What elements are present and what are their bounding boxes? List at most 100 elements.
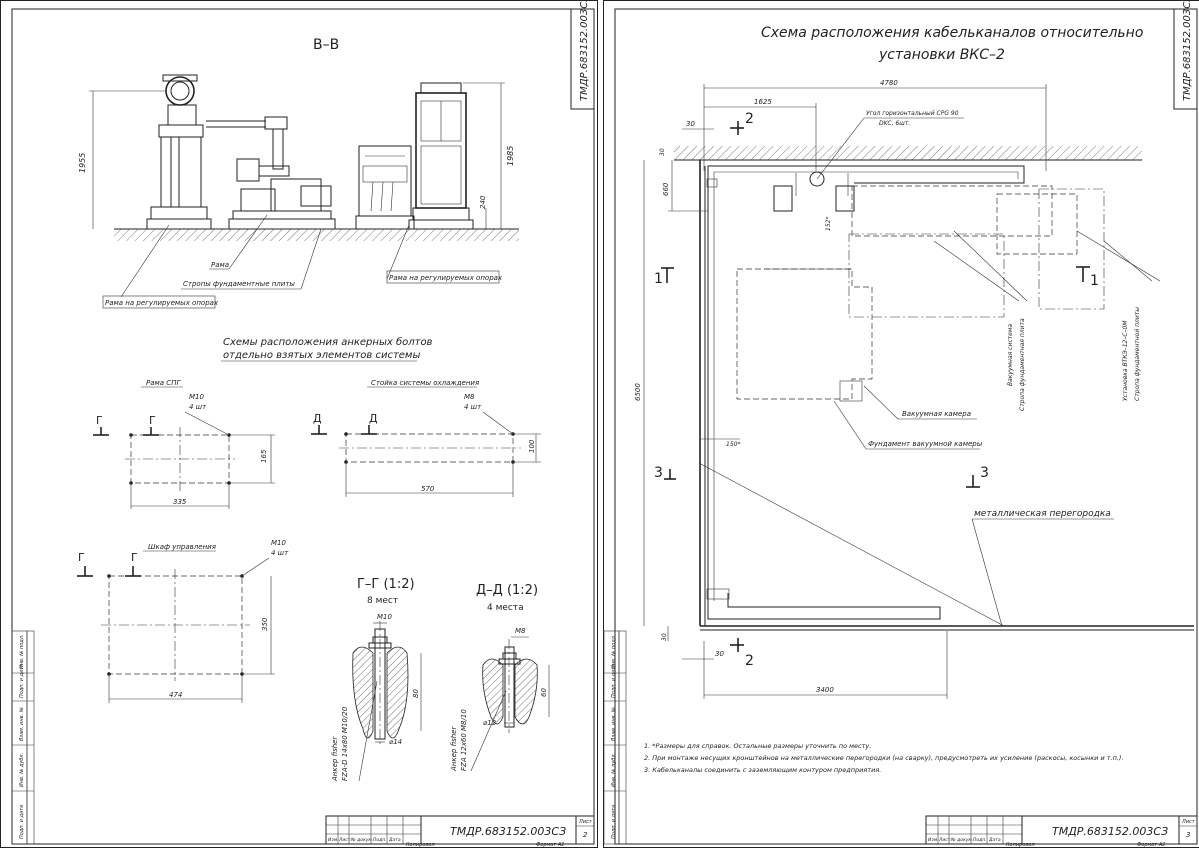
leader-rama: Рама — [211, 261, 229, 269]
svg-text:660: 660 — [662, 182, 670, 196]
section-g-g: Г–Г (1:2) 8 мест М10 80 ⌀14 Анкер fisher… — [331, 577, 422, 782]
svg-text:Формат А2: Формат А2 — [536, 842, 564, 848]
vacuum-pump-unit — [228, 158, 336, 230]
svg-text:Изм.: Изм. — [928, 837, 939, 843]
side-label: Подп. и дата — [611, 805, 617, 839]
svg-text:4 шт: 4 шт — [189, 403, 207, 411]
side-label: Подп. и дата — [611, 664, 617, 698]
svg-text:Копировал: Копировал — [1006, 842, 1035, 848]
svg-text:1: 1 — [654, 271, 663, 287]
side-label: Инв. № дубл. — [611, 753, 617, 787]
note-1: 1. *Размеры для справок. Остальные разме… — [644, 742, 871, 750]
title-block-code: ТМДР.683152.003СЗ — [1052, 825, 1168, 838]
svg-text:4 места: 4 места — [487, 603, 524, 613]
section-mark-2-bottom: 2 — [730, 638, 754, 669]
svg-text:Подп.: Подп. — [973, 837, 987, 843]
svg-text:30: 30 — [661, 633, 668, 641]
control-cabinet — [408, 82, 474, 230]
title-block-code: ТМДР.683152.003СЗ — [450, 825, 566, 838]
svg-text:М8: М8 — [464, 393, 475, 401]
dim-1955: 1955 — [78, 153, 87, 173]
side-label: Подп. и дата — [19, 664, 25, 698]
svg-text:⌀14: ⌀14 — [389, 738, 402, 746]
svg-text:Лист: Лист — [338, 837, 351, 843]
svg-text:Вакуумная камера: Вакуумная камера — [902, 410, 971, 418]
dim-1985: 1985 — [506, 146, 515, 166]
sheet-number: 2 — [583, 831, 588, 839]
svg-text:152*: 152* — [825, 217, 832, 231]
sheet-left-svg: ТМДР.683152.003СЗ Инв. № подл. Подп. и д… — [11, 0, 595, 848]
cable-channel-top — [706, 165, 1025, 601]
svg-text:№ докум.: № докум. — [950, 837, 973, 843]
side-label: Инв. № подл. — [611, 635, 617, 670]
svg-text:Г: Г — [78, 551, 85, 564]
svg-text:Дата: Дата — [988, 837, 1001, 843]
partition-leader — [698, 462, 1005, 627]
inner-frame — [614, 8, 1198, 845]
code-vertical: ТМДР.683152.003СЗ — [1182, 0, 1193, 101]
schemes-title-1: Схемы расположения анкерных болтов — [223, 336, 433, 348]
section-mark-3-right: 3 — [966, 465, 989, 488]
wall-top-hatch — [674, 146, 1142, 160]
svg-text:Формат А2: Формат А2 — [1137, 842, 1165, 848]
scheme-pump: Рама СПГ М10 4 шт Г Г 335 165 — [93, 379, 275, 509]
svg-text:Лист: Лист — [938, 837, 951, 843]
svg-text:FZA-D 14х80 М10/20: FZA-D 14х80 М10/20 — [341, 706, 349, 781]
svg-text:3: 3 — [654, 465, 663, 481]
svg-text:2: 2 — [745, 111, 754, 127]
schemes-title-2: отдельно взятых элементов системы — [223, 350, 420, 361]
svg-text:Анкер fisher: Анкер fisher — [450, 726, 458, 772]
drawing-title-2: установки ВКС–2 — [878, 47, 1005, 63]
svg-text:30: 30 — [715, 650, 724, 658]
leader-rama-reg-right: Рама на регулируемых опорах — [389, 274, 503, 282]
section-title: В–В — [313, 37, 339, 53]
dim-240: 240 — [479, 195, 487, 209]
svg-text:Лист: Лист — [1181, 819, 1196, 825]
section-mark-1-right: 1 — [1076, 266, 1099, 289]
section-mark-1-left: 1 — [654, 267, 674, 287]
svg-text:№ докум.: № докум. — [350, 837, 373, 843]
svg-text:3: 3 — [980, 465, 989, 481]
svg-text:Г: Г — [96, 414, 103, 427]
svg-text:⌀12: ⌀12 — [483, 719, 497, 727]
side-label: Взам. инв. № — [611, 707, 617, 741]
note-2: 2. При монтаже несущих кронштейнов на ме… — [644, 754, 1124, 762]
unit-slab-outline — [996, 193, 1078, 255]
vacuum-chamber — [736, 268, 873, 400]
dim-165: 165 — [260, 449, 268, 463]
section-mark-2-top: 2 — [730, 111, 754, 135]
vacuum-slab-outline — [851, 185, 1053, 237]
side-label: Инв. № дубл. — [19, 753, 25, 787]
svg-text:Копировал: Копировал — [406, 842, 435, 848]
svg-text:150*: 150* — [726, 441, 740, 448]
dim-474: 474 — [169, 691, 182, 699]
svg-text:Анкер fisher: Анкер fisher — [331, 736, 339, 782]
svg-text:М10: М10 — [377, 613, 392, 621]
pump-unit — [146, 74, 288, 230]
svg-text:1625: 1625 — [754, 98, 772, 106]
dim-350: 350 — [261, 617, 269, 631]
svg-text:Вакуумная система: Вакуумная система — [1007, 324, 1014, 386]
svg-text:Подп.: Подп. — [373, 837, 387, 843]
dim-335: 335 — [173, 498, 187, 506]
vacuum-system-outline — [848, 233, 1005, 318]
svg-text:3400: 3400 — [816, 686, 834, 694]
label-partition: металлическая перегородка — [974, 509, 1111, 519]
sheet-right-svg: ТМДР.683152.003СЗ Инв. № подл. Подп. и д… — [603, 0, 1198, 848]
svg-text:Рама СПГ: Рама СПГ — [146, 379, 181, 387]
drawing-sheet-left: ТМДР.683152.003СЗ Инв. № подл. Подп. и д… — [0, 0, 598, 848]
section-d-d: Д–Д (1:2) 4 места М8 60 ⌀12 Анкер fisher… — [450, 583, 550, 772]
svg-text:М8: М8 — [515, 627, 526, 635]
svg-text:FZA 12х60 М8/10: FZA 12х60 М8/10 — [460, 709, 468, 771]
code-box-vertical — [1173, 8, 1198, 110]
svg-text:Шкаф управления: Шкаф управления — [148, 543, 216, 551]
inner-frame — [11, 8, 595, 845]
unit-outline — [1038, 188, 1105, 310]
dim-100: 100 — [528, 439, 536, 453]
svg-text:Угол горизонтальный СРG 90: Угол горизонтальный СРG 90 — [866, 110, 959, 117]
svg-text:4 шт: 4 шт — [271, 549, 289, 557]
svg-text:Стропа фундаментная плита: Стропа фундаментная плита — [1019, 318, 1026, 411]
drawing-title-1: Схема расположения кабельканалов относит… — [761, 25, 1143, 41]
svg-text:Изм.: Изм. — [328, 837, 339, 843]
svg-text:30: 30 — [686, 120, 695, 128]
